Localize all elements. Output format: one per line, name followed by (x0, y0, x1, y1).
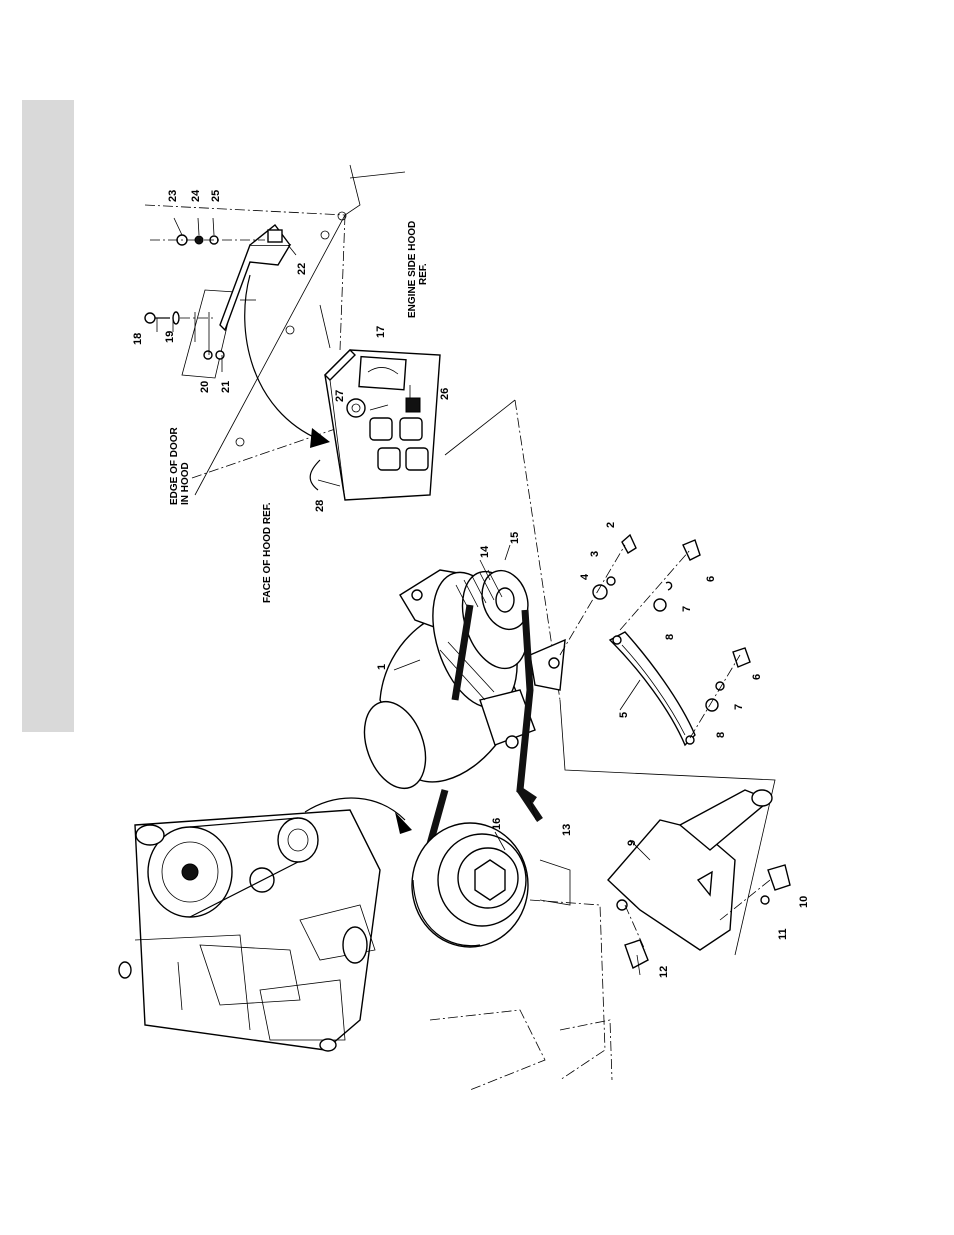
callout-11: 11 (777, 928, 789, 940)
callout-7a: 7 (681, 606, 693, 612)
callout-8a: 8 (664, 634, 676, 640)
adjusting-strap (560, 535, 750, 745)
callout-19: 19 (164, 331, 176, 343)
callout-8b: 8 (715, 732, 727, 738)
callout-25: 25 (210, 190, 222, 202)
callout-23: 23 (167, 190, 179, 202)
callout-21: 21 (220, 381, 232, 393)
label-engine-side-line1: ENGINE SIDE HOOD (407, 221, 418, 318)
callout-5: 5 (618, 712, 630, 718)
callout-6a: 6 (705, 576, 717, 582)
callout-6b: 6 (751, 674, 763, 680)
callout-24: 24 (190, 189, 202, 202)
callout-7b: 7 (733, 704, 745, 710)
mounting-bracket (608, 790, 790, 975)
callout-26: 26 (439, 388, 451, 400)
callout-15: 15 (509, 532, 521, 544)
callout-12: 12 (658, 966, 670, 978)
alternator (353, 562, 565, 800)
callout-10: 10 (798, 896, 810, 908)
callout-22: 22 (296, 263, 308, 275)
engine-illustration (119, 798, 412, 1051)
crank-pulley (412, 790, 612, 1090)
callout-27: 27 (334, 390, 346, 402)
label-face-of-hood: FACE OF HOOD REF. (262, 502, 273, 603)
callout-1: 1 (376, 664, 388, 670)
callout-14: 14 (479, 545, 491, 558)
control-box (325, 350, 440, 500)
callout-9: 9 (626, 840, 638, 846)
label-engine-side-line2: REF. (418, 263, 429, 285)
callout-16: 16 (491, 818, 503, 830)
callout-17: 17 (375, 326, 387, 338)
callout-18: 18 (132, 333, 144, 345)
callout-28: 28 (314, 500, 326, 512)
callout-20: 20 (199, 381, 211, 393)
callout-2: 2 (605, 522, 617, 528)
callout-13: 13 (561, 824, 573, 836)
callout-3: 3 (589, 551, 601, 557)
label-edge-of-door-line2: IN HOOD (180, 462, 191, 505)
label-edge-of-door-line1: EDGE OF DOOR (169, 426, 180, 505)
callout-4: 4 (579, 573, 591, 580)
